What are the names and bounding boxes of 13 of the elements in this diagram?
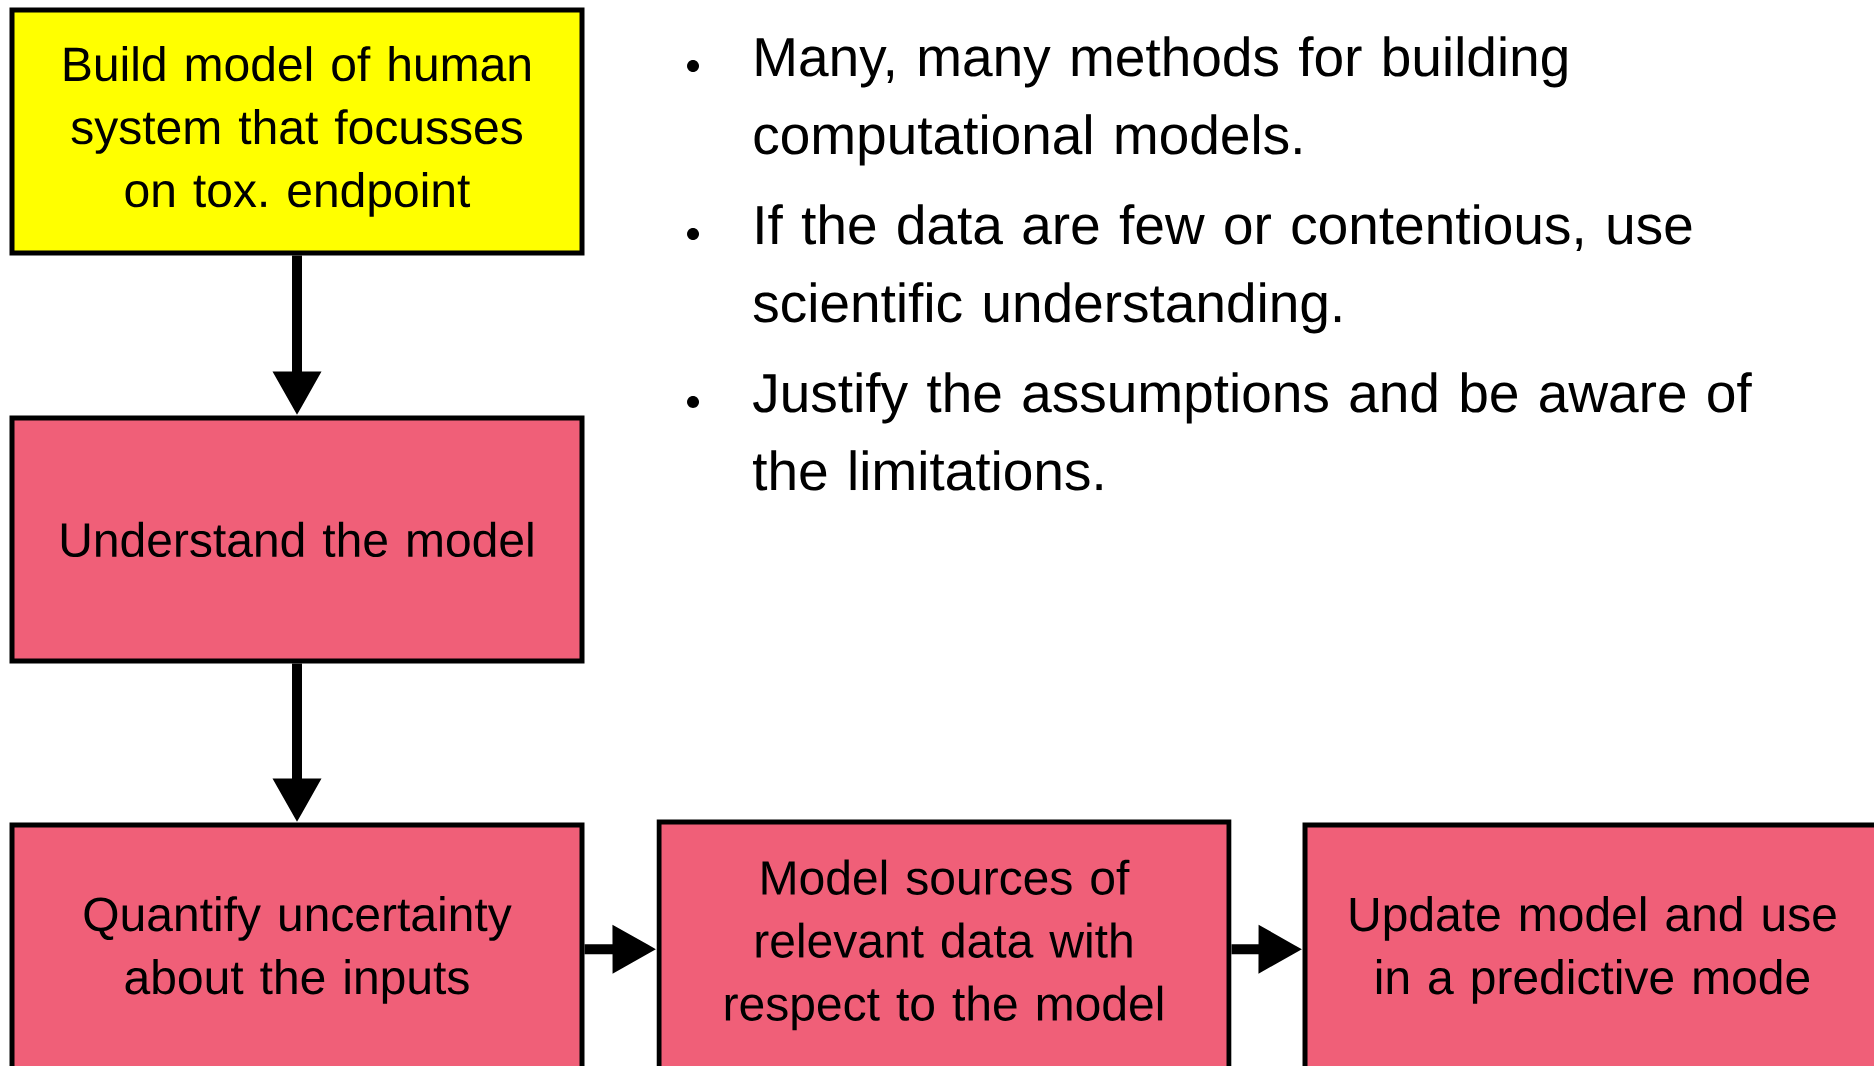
process-box [1302,822,1874,1066]
box-text: Update model and use in a predictive mode [1350,896,1836,1004]
bullet-item: Justify the assumptions and be aware of the limitations. [687,372,1752,491]
box-text: Quantify uncertainty about the inputs [84,896,512,1004]
bullet-item: Many, many methods for building computational models. [687,36,1567,166]
bullet-item: If the data are few or contentious, use scientific understanding. [687,204,1692,334]
process-box [9,822,585,1066]
box-text: Understand the model [61,521,533,558]
process-box [656,819,1232,1066]
box-text: Build model of human system that focusses on tox. endpoint [64,46,530,217]
box-text: Model sources of relevant data with respect to the model [725,859,1163,1031]
process-box [9,415,585,664]
process-box [9,7,585,256]
